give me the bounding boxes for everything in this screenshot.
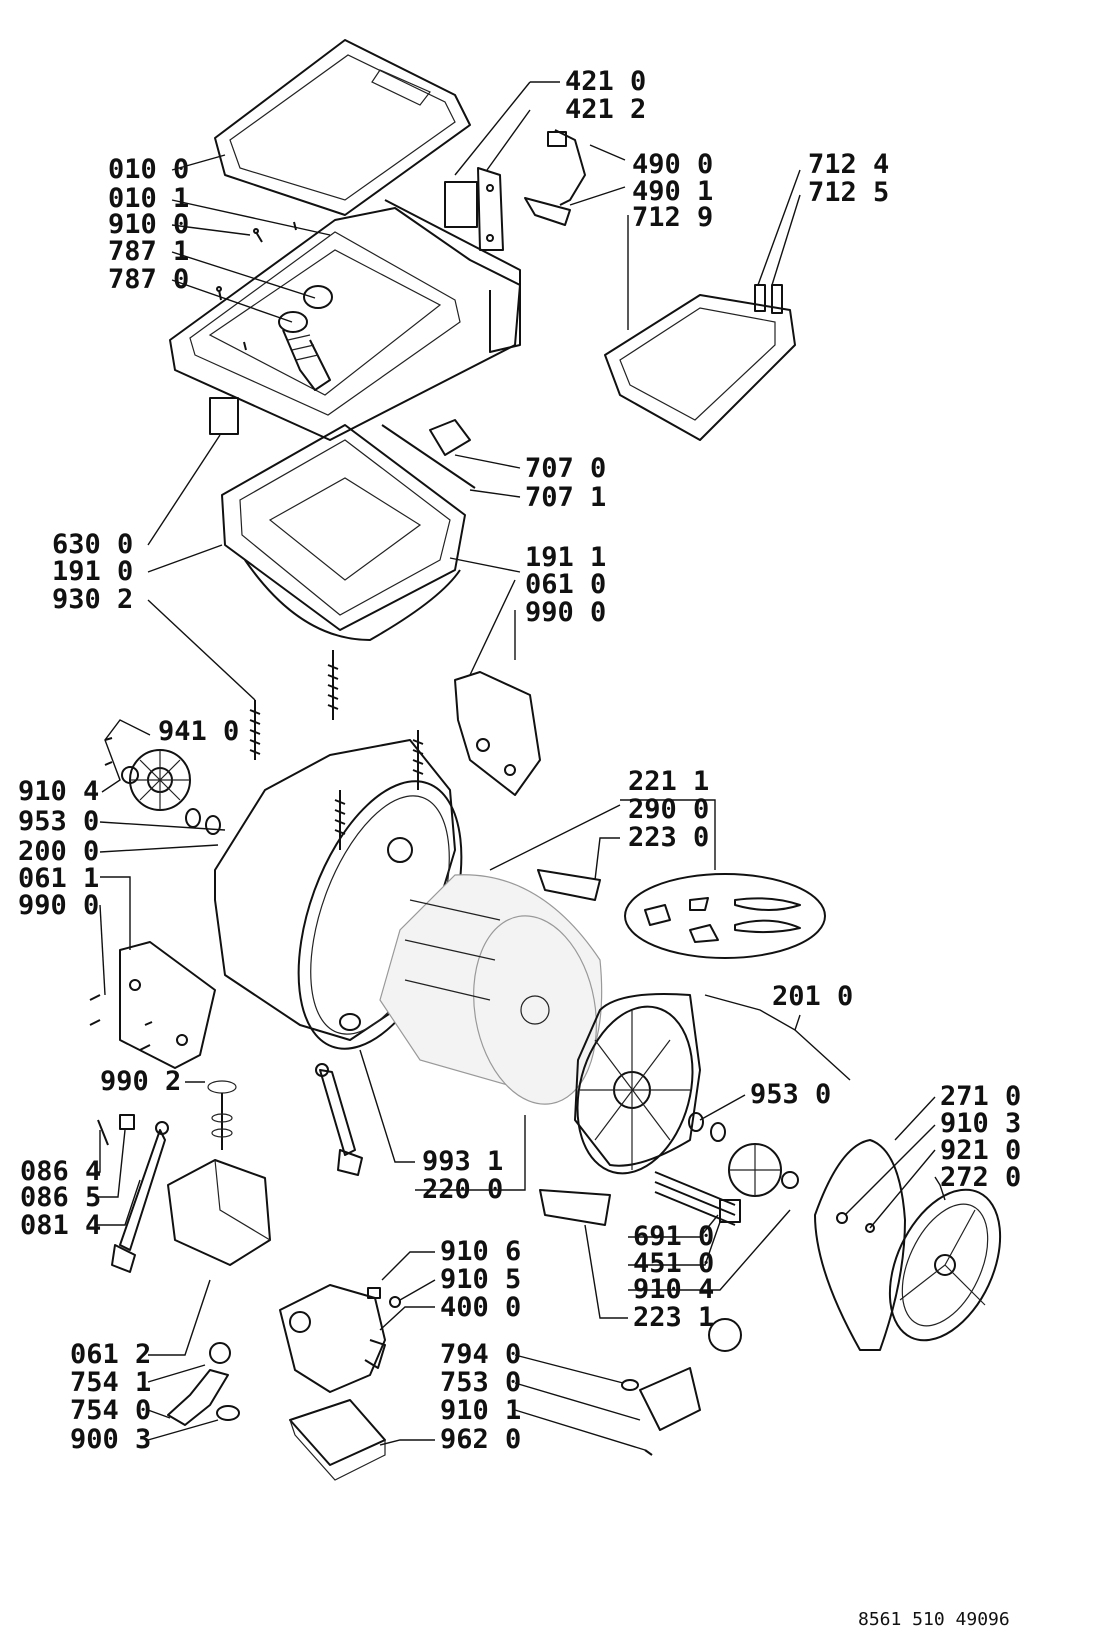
power-cord-part [524, 129, 586, 226]
label-421-2: 421 2 [565, 94, 646, 125]
label-707-0: 707 0 [525, 453, 606, 484]
shock-absorber-part [111, 1063, 363, 1273]
label-061-0: 061 0 [525, 569, 606, 600]
label-921-0: 921 0 [940, 1135, 1021, 1166]
label-910-4-left: 910 4 [18, 776, 99, 807]
label-191-0: 191 0 [52, 556, 133, 587]
label-451-0: 451 0 [633, 1248, 714, 1279]
stand-part [207, 1080, 237, 1150]
sleeve-part [278, 285, 333, 391]
label-220-0: 220 0 [422, 1174, 503, 1205]
label-910-4-right: 910 4 [633, 1274, 714, 1305]
heater-part [654, 1171, 741, 1226]
label-787-1: 787 1 [108, 236, 189, 267]
label-712-4: 712 4 [808, 149, 889, 180]
door-lock-part [621, 1318, 742, 1456]
label-200-0: 200 0 [18, 836, 99, 867]
label-900-3: 900 3 [70, 1424, 151, 1455]
label-061-2: 061 2 [70, 1339, 151, 1370]
label-712-5: 712 5 [808, 177, 889, 208]
label-953-0-right: 953 0 [750, 1079, 831, 1110]
label-707-1: 707 1 [525, 482, 606, 513]
belt-part [814, 1139, 906, 1351]
bearing-hub-left-part [121, 749, 221, 835]
label-990-2: 990 2 [100, 1066, 181, 1097]
label-910-0: 910 0 [108, 209, 189, 240]
label-941-0: 941 0 [158, 716, 239, 747]
label-794-0: 794 0 [440, 1339, 521, 1370]
label-910-1: 910 1 [440, 1395, 521, 1426]
label-712-9: 712 9 [632, 202, 713, 233]
top-lid-part [214, 39, 471, 216]
label-201-0: 201 0 [772, 981, 853, 1012]
label-271-0: 271 0 [940, 1081, 1021, 1112]
label-221-1: 221 1 [628, 766, 709, 797]
label-754-0: 754 0 [70, 1395, 151, 1426]
label-061-1: 061 1 [18, 863, 99, 894]
pressure-switch-part [381, 419, 476, 489]
filter-box-part [289, 1399, 386, 1481]
label-081-4: 081 4 [20, 1210, 101, 1241]
screw-icons-left [89, 737, 153, 1051]
interference-filter-part [444, 167, 504, 251]
label-223-1: 223 1 [633, 1302, 714, 1333]
label-421-0: 421 0 [565, 66, 646, 97]
pin-parts [97, 1114, 135, 1146]
label-490-0: 490 0 [632, 149, 713, 180]
label-990-0-left: 990 0 [18, 890, 99, 921]
label-490-1: 490 1 [632, 176, 713, 207]
label-953-0-left: 953 0 [18, 806, 99, 837]
label-962-0: 962 0 [440, 1424, 521, 1455]
label-930-2: 930 2 [52, 584, 133, 615]
label-753-0: 753 0 [440, 1367, 521, 1398]
counterweight-top-part [454, 671, 541, 796]
lifter-part [537, 869, 601, 901]
document-code: 8561 510 49096 [858, 1609, 1010, 1630]
label-787-0: 787 0 [108, 264, 189, 295]
spring-part [249, 650, 424, 850]
label-223-0: 223 0 [628, 822, 709, 853]
label-086-5: 086 5 [20, 1182, 101, 1213]
lifter-bottom-part [539, 1189, 611, 1226]
label-290-0: 290 0 [628, 794, 709, 825]
counterweight-left-part [119, 941, 216, 1069]
tub-ring-part [221, 424, 466, 641]
part-labels: 421 0 421 2 010 0 010 1 910 0 787 1 787 … [18, 66, 1021, 1455]
label-990-0-top: 990 0 [525, 597, 606, 628]
label-691-0: 691 0 [633, 1221, 714, 1252]
label-910-6: 910 6 [440, 1236, 521, 1267]
drum-part [379, 874, 603, 1105]
lifter-parts-group [624, 873, 826, 959]
pump-part [279, 1284, 401, 1393]
label-993-1: 993 1 [422, 1146, 503, 1177]
label-910-5: 910 5 [440, 1264, 521, 1295]
label-086-4: 086 4 [20, 1156, 101, 1187]
label-400-0: 400 0 [440, 1292, 521, 1323]
label-754-1: 754 1 [70, 1367, 151, 1398]
top-frame-part [169, 199, 521, 441]
pulley-part [888, 1188, 1002, 1342]
block-part [209, 397, 239, 435]
rear-tub-part [574, 993, 701, 1175]
bearing-hub-right-part [688, 1112, 799, 1197]
label-010-0: 010 0 [108, 154, 189, 185]
detergent-drawer-part [604, 284, 796, 441]
leader-lines [95, 81, 946, 1451]
label-630-0: 630 0 [52, 529, 133, 560]
label-191-1: 191 1 [525, 542, 606, 573]
label-910-3: 910 3 [940, 1108, 1021, 1139]
label-272-0: 272 0 [940, 1162, 1021, 1193]
screw-icons-top [216, 221, 297, 351]
label-010-1: 010 1 [108, 183, 189, 214]
drain-hose-part [167, 1342, 240, 1426]
counterweight-bottom-part [167, 1159, 271, 1266]
